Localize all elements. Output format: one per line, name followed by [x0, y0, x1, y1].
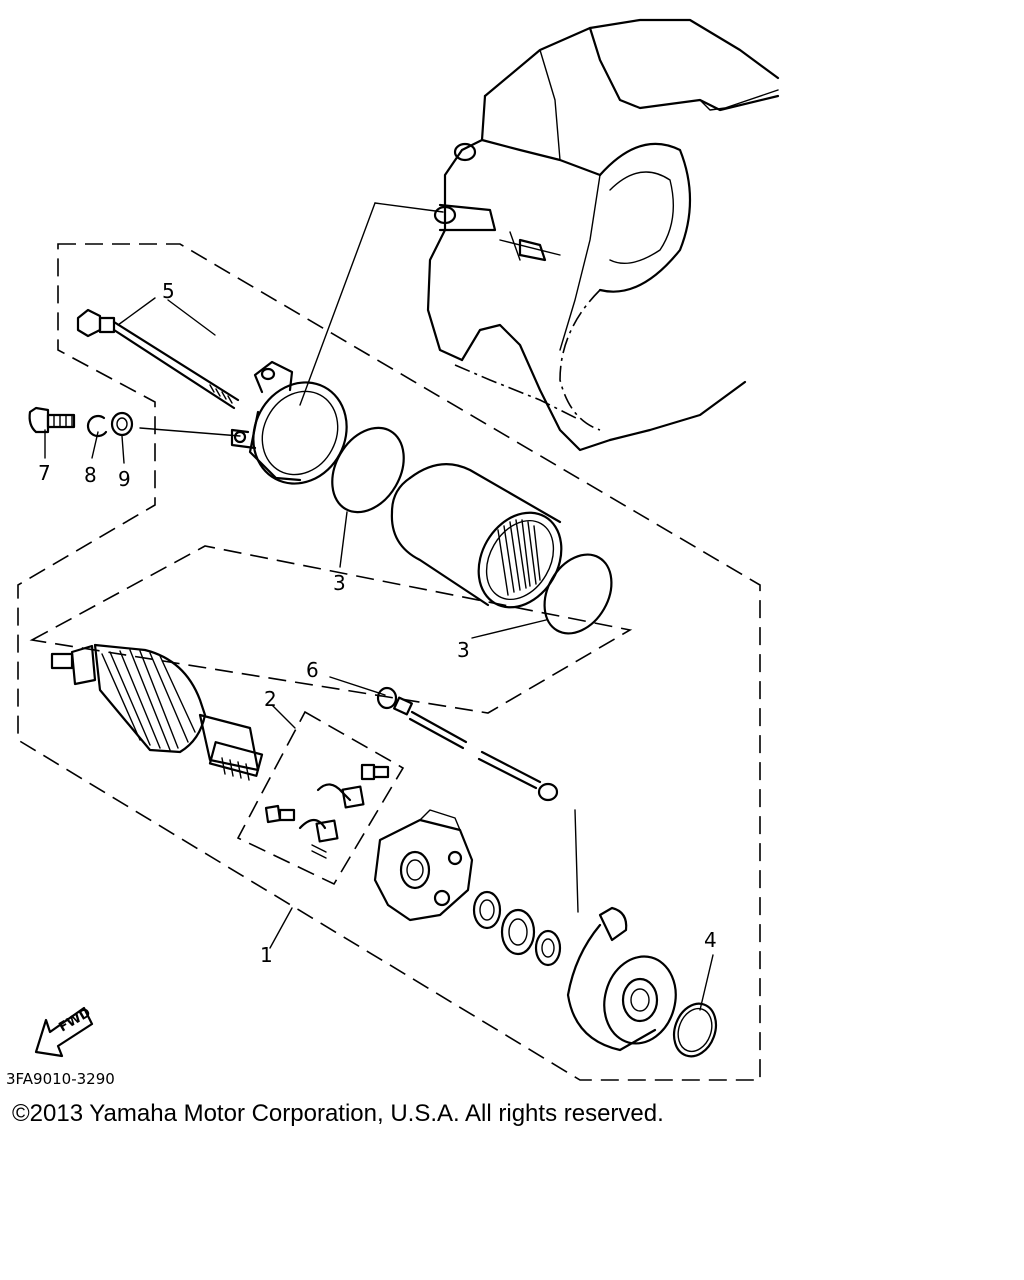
callout-3-rear: 3 — [457, 638, 470, 662]
callout-4: 4 — [704, 928, 717, 952]
callout-9: 9 — [118, 467, 131, 491]
callout-2: 2 — [264, 687, 277, 711]
yoke-housing — [390, 463, 563, 609]
assembly-boundary-outline — [17, 243, 761, 1081]
callout-labels: 1 2 3 3 4 5 6 7 8 9 — [38, 279, 717, 967]
terminal-lead — [376, 686, 559, 802]
callout-6: 6 — [306, 658, 319, 682]
washer-set — [472, 890, 562, 967]
armature — [50, 643, 264, 781]
callout-3-front: 3 — [333, 571, 346, 595]
front-cover — [230, 360, 348, 485]
o-ring-3-front — [331, 426, 405, 514]
fwd-arrow-icon: FWD — [34, 1005, 94, 1058]
through-bolt — [76, 308, 240, 410]
copyright-notice: ©2013 Yamaha Motor Corporation, U.S.A. A… — [12, 1100, 664, 1127]
callout-5: 5 — [162, 279, 175, 303]
callout-8: 8 — [84, 463, 97, 487]
bolt-7 — [28, 406, 76, 434]
rear-cover — [566, 906, 677, 1052]
drawing-code: 3FA9010-3290 — [6, 1070, 115, 1088]
brush-set — [264, 763, 390, 859]
washer-9 — [110, 411, 134, 437]
callout-1: 1 — [260, 943, 273, 967]
brush-holder — [373, 809, 474, 922]
callout-7: 7 — [38, 461, 51, 485]
o-ring-3-rear — [543, 553, 613, 635]
o-ring-4 — [672, 1002, 718, 1058]
circlip-8 — [86, 414, 108, 438]
engine-crankcase-illustration — [426, 18, 780, 452]
leader-lines — [44, 202, 714, 1011]
